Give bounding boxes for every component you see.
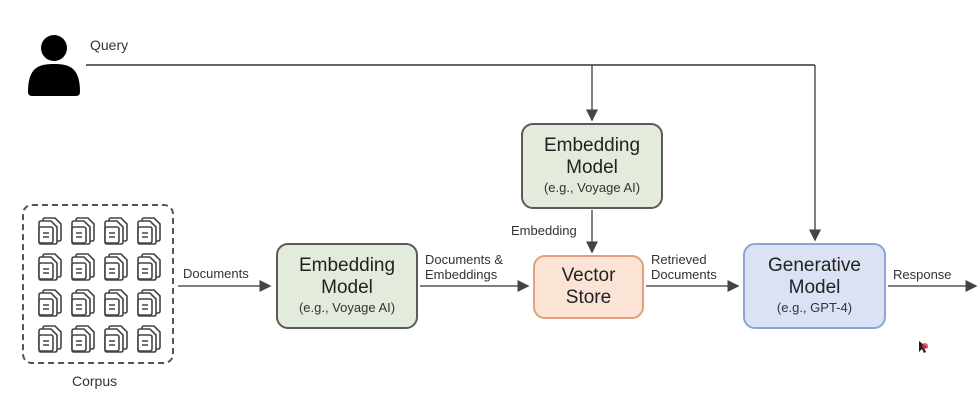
document-stack-icon: [65, 284, 98, 320]
document-stack-icon: [65, 320, 98, 356]
document-stack-icon: [65, 248, 98, 284]
document-stack-icon: [32, 284, 65, 320]
embedding-model-query-node: Embedding Model (e.g., Voyage AI): [521, 123, 663, 209]
vector-store-node: Vector Store: [533, 255, 644, 319]
embedding-edge-label: Embedding: [511, 223, 577, 238]
node-title: Generative: [768, 255, 861, 276]
documents-edge-label: Documents: [183, 266, 249, 281]
document-stack-icon: [98, 248, 131, 284]
node-title: Model: [321, 277, 373, 298]
document-stack-icon: [98, 212, 131, 248]
response-edge-label: Response: [893, 267, 952, 282]
corpus-container: [22, 204, 174, 364]
node-title: Embedding: [543, 135, 641, 156]
corpus-label: Corpus: [72, 373, 118, 389]
query-label: Query: [90, 37, 129, 53]
node-title: Model: [788, 277, 841, 298]
document-stack-icon: [98, 320, 131, 356]
embedding-model-docs-node: Embedding Model (e.g., Voyage AI): [276, 243, 418, 329]
document-stack-icon: [32, 248, 65, 284]
node-title: Vector: [561, 265, 616, 286]
doc-embeddings-edge-label-1: Documents &: [425, 252, 504, 267]
generative-model-node: Generative Model (e.g., GPT-4): [743, 243, 886, 329]
mouse-cursor-icon: [919, 341, 928, 353]
node-subtitle: (e.g., Voyage AI): [543, 180, 641, 195]
document-stack-icon: [65, 212, 98, 248]
document-stack-icon: [131, 320, 164, 356]
document-stack-icon: [32, 212, 65, 248]
user-icon: [28, 35, 80, 96]
retrieved-edge-label-1: Retrieved: [651, 252, 707, 267]
node-title: Embedding: [298, 255, 396, 276]
node-title: Store: [565, 287, 612, 308]
document-stack-icon: [98, 284, 131, 320]
document-stack-icon: [131, 284, 164, 320]
doc-embeddings-edge-label-2: Embeddings: [425, 267, 498, 282]
document-stack-icon: [131, 212, 164, 248]
document-stack-icon: [32, 320, 65, 356]
node-subtitle: (e.g., Voyage AI): [298, 300, 396, 315]
retrieved-edge-label-2: Documents: [651, 267, 717, 282]
document-stack-icon: [131, 248, 164, 284]
node-subtitle: (e.g., GPT-4): [776, 300, 853, 315]
node-title: Model: [566, 157, 618, 178]
